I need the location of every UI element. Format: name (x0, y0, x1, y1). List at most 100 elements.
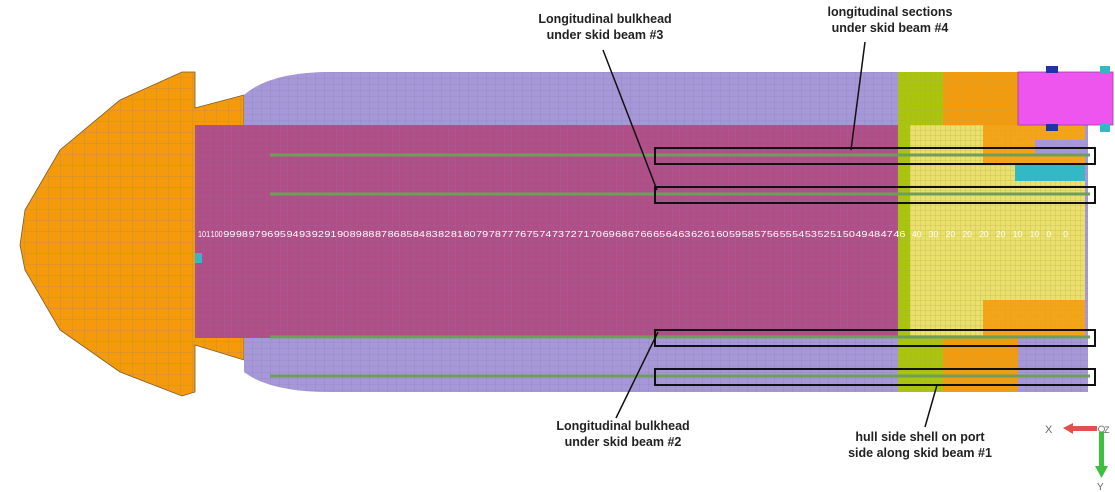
frame-number-label: 67 (628, 229, 640, 239)
frame-number-label: 48 (868, 229, 880, 239)
frame-number-label: 90 (337, 229, 349, 239)
callout-line: under skid beam #4 (831, 21, 949, 35)
leader-line-beam-4 (850, 41, 866, 151)
frame-number-label: 60 (716, 229, 728, 239)
frame-number-label: 84 (413, 229, 425, 239)
magenta-block[interactable] (1017, 66, 1114, 132)
leader-line-beam-3 (602, 49, 658, 191)
deck-center-panel[interactable] (195, 125, 910, 338)
callout-line: side along skid beam #1 (848, 446, 992, 460)
frame-number-label: 63 (678, 229, 690, 239)
frame-number-label: 71 (577, 229, 589, 239)
frame-number-label: 47 (881, 229, 893, 239)
leader-line-beam-2 (615, 331, 659, 419)
aft-frame-label: 40 (912, 229, 922, 239)
callout-line: Longitudinal bulkhead (556, 419, 690, 433)
frame-number-label: 101 (198, 229, 210, 239)
frame-number-label: 61 (704, 229, 716, 239)
highlight-box-beam-1 (654, 368, 1096, 386)
callout-line: Longitudinal bulkhead (538, 12, 672, 26)
callout-sections-beam-4: longitudinal sections under skid beam #4 (790, 4, 990, 36)
callout-bulkhead-beam-2: Longitudinal bulkhead under skid beam #2 (528, 418, 718, 450)
x-axis-arrow (1063, 423, 1097, 434)
frame-number-label: 100 (211, 229, 223, 239)
frame-number-label: 72 (565, 229, 577, 239)
z-axis-dot (1098, 425, 1105, 433)
y-axis-arrow (1095, 432, 1108, 478)
stiffener-lines (270, 153, 1090, 378)
node-marker (195, 253, 202, 263)
frame-number-label: 89 (350, 229, 362, 239)
callout-line: under skid beam #2 (564, 435, 682, 449)
aft-frame-label: 0 (1063, 229, 1068, 239)
aft-frame-label: 10 (1013, 229, 1023, 239)
callout-line: longitudinal sections (827, 5, 953, 19)
aft-frame-label: 0 (1046, 229, 1051, 239)
frame-number-label: 53 (805, 229, 817, 239)
callout-line: under skid beam #3 (546, 28, 664, 42)
aft-frame-label: 30 (929, 229, 939, 239)
frame-number-label: 70 (590, 229, 602, 239)
frame-number-label: 99 (223, 229, 235, 239)
frame-number-label: 74 (539, 229, 551, 239)
axis-triad: X Z Y (1045, 423, 1110, 492)
frame-number-label: 59 (729, 229, 741, 239)
aft-frame-label: 20 (962, 229, 972, 239)
frame-number-label: 80 (464, 229, 476, 239)
frame-number-label: 68 (615, 229, 627, 239)
frame-number-label: 88 (362, 229, 374, 239)
frame-number-label: 66 (641, 229, 653, 239)
frame-number-label: 55 (780, 229, 792, 239)
callout-line: hull side shell on port (855, 430, 985, 444)
aft-frame-label: 10 (1030, 229, 1040, 239)
frame-number-label: 87 (375, 229, 387, 239)
frame-number-label: 78 (489, 229, 501, 239)
frame-number-label: 98 (236, 229, 248, 239)
frame-number-label: 73 (552, 229, 564, 239)
frame-number-label: 92 (312, 229, 324, 239)
frame-number-label: 64 (666, 229, 678, 239)
leader-line-beam-1 (924, 384, 938, 428)
highlight-box-beam-3 (654, 186, 1096, 204)
frame-number-label: 62 (691, 229, 703, 239)
frame-number-label: 52 (818, 229, 830, 239)
frame-number-label: 58 (742, 229, 754, 239)
frame-number-label: 96 (261, 229, 273, 239)
aft-frame-label: 20 (979, 229, 989, 239)
frame-number-label: 91 (324, 229, 336, 239)
frame-number-label: 93 (299, 229, 311, 239)
frame-number-label: 94 (287, 229, 299, 239)
frame-number-label: 95 (274, 229, 286, 239)
frame-number-label: 83 (426, 229, 438, 239)
frame-number-label: 81 (451, 229, 463, 239)
frame-number-label: 75 (527, 229, 539, 239)
frame-number-label: 79 (476, 229, 488, 239)
aft-frame-label: 20 (946, 229, 956, 239)
frame-number-label: 77 (501, 229, 513, 239)
frame-number-label: 54 (792, 229, 804, 239)
callout-bulkhead-beam-3: Longitudinal bulkhead under skid beam #3 (510, 11, 700, 43)
z-axis-label: Z (1104, 425, 1110, 435)
frame-number-label: 50 (843, 229, 855, 239)
x-axis-label: X (1045, 424, 1053, 436)
aft-frame-labels: 40 30 20 20 20 20 10 10 0 0 (912, 229, 1068, 239)
frame-number-label: 46 (893, 229, 905, 239)
frame-number-label: 65 (653, 229, 665, 239)
frame-number-label: 56 (767, 229, 779, 239)
highlight-box-beam-4 (654, 147, 1096, 165)
frame-number-label: 85 (400, 229, 412, 239)
aft-frame-label: 20 (996, 229, 1006, 239)
frame-number-label: 86 (388, 229, 400, 239)
frame-number-label: 69 (603, 229, 615, 239)
frame-number-label: 49 (855, 229, 867, 239)
frame-number-label: 82 (438, 229, 450, 239)
callout-shell-beam-1: hull side shell on port side along skid … (820, 429, 1020, 461)
frame-number-label: 51 (830, 229, 842, 239)
frame-number-label: 76 (514, 229, 526, 239)
leader-lines (602, 41, 938, 428)
frame-number-label: 57 (754, 229, 766, 239)
y-axis-label: Y (1097, 482, 1104, 492)
frame-number-label: 97 (249, 229, 261, 239)
